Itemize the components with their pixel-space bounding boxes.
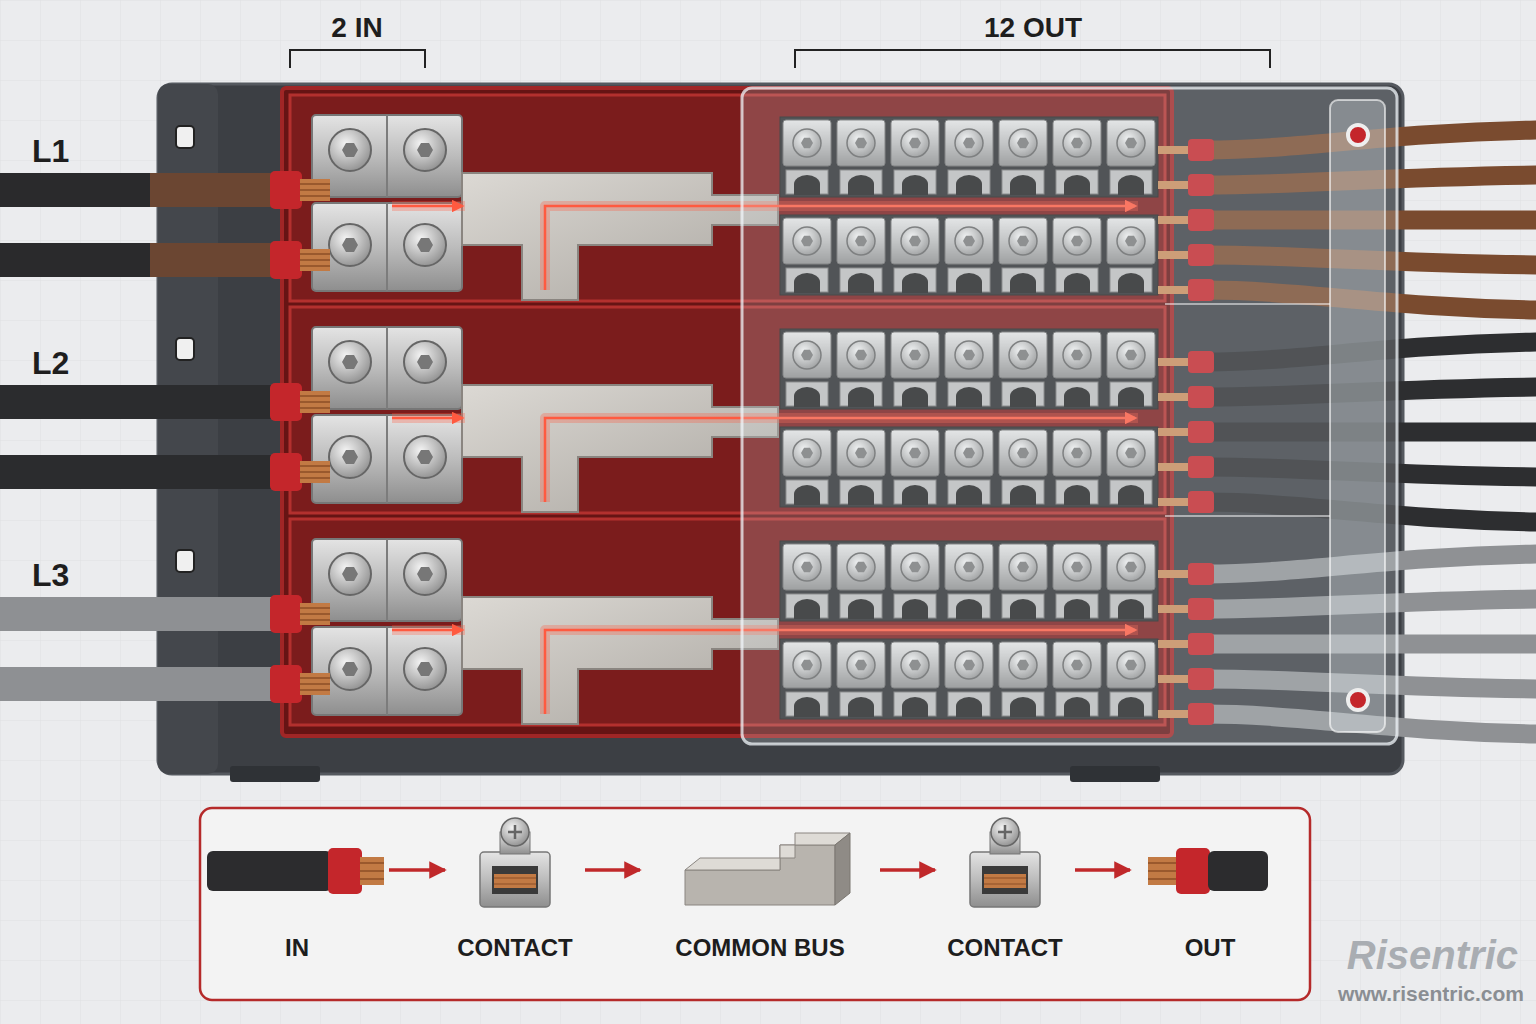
flow-strip-part [360, 857, 384, 885]
input-cables-part-part [0, 190, 292, 260]
flow-strip-part [1148, 857, 1178, 885]
clear-cover-part [742, 88, 1397, 744]
flow-step: COMMON BUS [640, 830, 880, 975]
flow-strip-part [685, 833, 850, 870]
flow-strip-part [207, 851, 332, 891]
flow-step: OUT [1130, 830, 1290, 975]
input-cables [0, 171, 330, 703]
input-cables-part [0, 383, 330, 491]
flow-step: IN [205, 830, 389, 975]
flow-label: OUT [1185, 934, 1236, 963]
input-cables-part-part-part [0, 173, 150, 207]
clear-cover [742, 88, 1397, 744]
watermark: Risentric [1347, 932, 1518, 978]
housing-part [158, 84, 1403, 774]
flow-strip-part [328, 848, 362, 894]
input-cables-part-part [270, 595, 330, 703]
flow-arrow [585, 868, 640, 872]
flow-arrow [1075, 868, 1130, 872]
housing-part [230, 766, 320, 782]
clear-cover-part [1165, 304, 1330, 516]
flow-strip-part [480, 818, 550, 907]
input-cables-part-part [0, 614, 292, 684]
flow-strip-part [200, 808, 1310, 1000]
flow-strip-part [970, 818, 1040, 907]
flow-strip-part [835, 833, 850, 905]
brackets [290, 50, 1270, 68]
input-cables-part-part-part [0, 243, 150, 277]
phase-label: L1 [32, 133, 69, 170]
flow-label: COMMON BUS [675, 934, 844, 963]
input-cables-part [0, 171, 330, 279]
phase-label: L2 [32, 345, 69, 382]
housing-part [1070, 766, 1160, 782]
connector-layer-part [389, 870, 1130, 871]
clear-cover-part [1330, 100, 1385, 732]
flow-label: CONTACT [457, 934, 573, 963]
flow-arrow [389, 868, 445, 872]
flow-strip-part [1208, 851, 1268, 891]
bracket-label: 2 IN [331, 12, 382, 44]
phase-label: L3 [32, 557, 69, 594]
housing-part [176, 550, 194, 572]
input-cables-part-part [270, 383, 330, 491]
brackets-part [290, 50, 425, 68]
input-cables-part-part [0, 402, 292, 472]
flow-strip [200, 808, 1310, 1000]
clear-cover-part [1348, 125, 1368, 145]
flow-label: CONTACT [947, 934, 1063, 963]
bracket-label: 12 OUT [984, 12, 1082, 44]
input-cables-part-part [270, 171, 330, 279]
housing [158, 84, 1403, 782]
watermark-url: www.risentric.com [1338, 982, 1524, 1006]
housing-part [176, 338, 194, 360]
housing-part [176, 126, 194, 148]
clear-cover-part [1348, 690, 1368, 710]
flow-arrow [880, 868, 935, 872]
input-cables-part [0, 595, 330, 703]
flow-label: IN [285, 934, 309, 963]
flow-step: CONTACT [445, 830, 585, 975]
flow-step: CONTACT [935, 830, 1075, 975]
input-cables-part-part [0, 190, 150, 260]
flow-strip-part [360, 863, 384, 879]
brackets-part [795, 50, 1270, 68]
flow-strip-part [685, 845, 835, 905]
flow-strip-part [1148, 863, 1178, 879]
flow-strip-part [1176, 848, 1210, 894]
